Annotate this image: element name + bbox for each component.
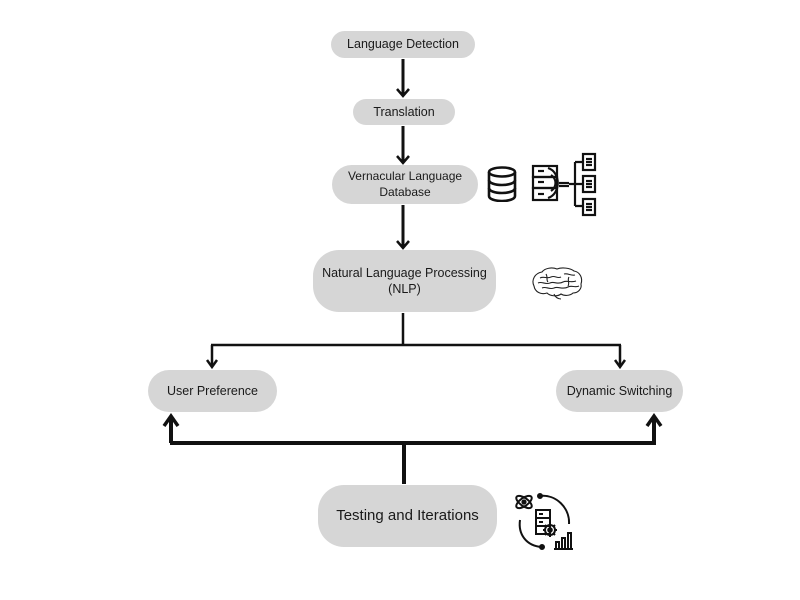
node-language-detection-label: Language Detection <box>347 37 459 52</box>
server-hierarchy-icon <box>531 152 597 217</box>
database-icon <box>487 166 517 202</box>
node-language-detection: Language Detection <box>331 31 475 58</box>
brain-icon <box>532 267 583 300</box>
node-dynamic-switching: Dynamic Switching <box>556 370 683 412</box>
node-testing-iterations-label: Testing and Iterations <box>336 507 479 525</box>
node-vernacular-database-label-line2: Database <box>379 184 431 199</box>
node-vernacular-database: Vernacular Language Database <box>332 165 478 204</box>
testing-cycle-icon <box>515 493 573 550</box>
node-translation: Translation <box>353 99 455 125</box>
arrow-nlp-split <box>205 313 627 370</box>
node-nlp-label-line1: Natural Language Processing <box>322 265 487 280</box>
node-vernacular-database-label-line1: Vernacular Language <box>347 168 463 183</box>
node-dynamic-switching-label: Dynamic Switching <box>566 383 673 398</box>
arrow-translation-to-database <box>396 126 410 165</box>
node-nlp: Natural Language Processing (NLP) <box>313 250 496 312</box>
node-testing-iterations: Testing and Iterations <box>318 485 497 547</box>
arrow-testing-feedback <box>162 412 663 484</box>
node-user-preference: User Preference <box>148 370 277 412</box>
node-user-preference-label: User Preference <box>166 383 258 398</box>
arrow-detection-to-translation <box>396 59 410 98</box>
node-translation-label: Translation <box>373 104 435 119</box>
node-nlp-label-line2: (NLP) <box>388 282 421 296</box>
arrow-database-to-nlp <box>396 205 410 250</box>
